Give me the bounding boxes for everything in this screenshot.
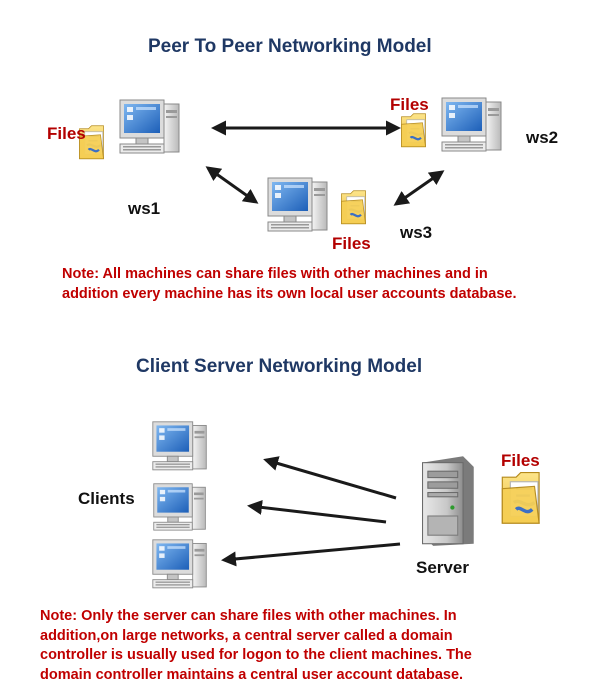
peer-note: Note: All machines can share files with … [62,266,517,302]
client-server-note: Note: Only the server can share files wi… [40,608,472,683]
ws1-computer-icon [119,99,180,154]
arrow-server-client-2 [247,499,387,524]
ws1-files-label: Files [47,124,86,143]
ws2-computer-icon [441,97,502,152]
server-label: Server [416,558,469,577]
clients-label: Clients [78,489,135,508]
arrow-ws1-ws3 [205,166,259,204]
peer-title: Peer To Peer Networking Model [148,36,432,57]
client-computer-icon [152,421,207,471]
ws3-computer-icon [267,177,328,232]
server-files-folder-icon [500,470,541,525]
ws2-files-label: Files [390,95,429,114]
ws1-label: ws1 [128,199,161,218]
server-icon [421,455,475,547]
arrow-server-client-1 [263,456,397,500]
ws3-label: ws3 [400,223,433,242]
arrow-ws3-ws2 [393,170,445,206]
client-server-title: Client Server Networking Model [136,356,423,377]
ws3-files-folder-icon [340,189,367,225]
client-computer-icon [153,483,206,531]
arrow-server-client-3 [221,542,401,567]
client-computer-icon [152,539,207,589]
ws3-files-label: Files [332,234,371,253]
ws2-files-folder-icon [400,112,427,148]
server-files-label: Files [501,451,540,470]
ws2-label: ws2 [526,128,559,147]
